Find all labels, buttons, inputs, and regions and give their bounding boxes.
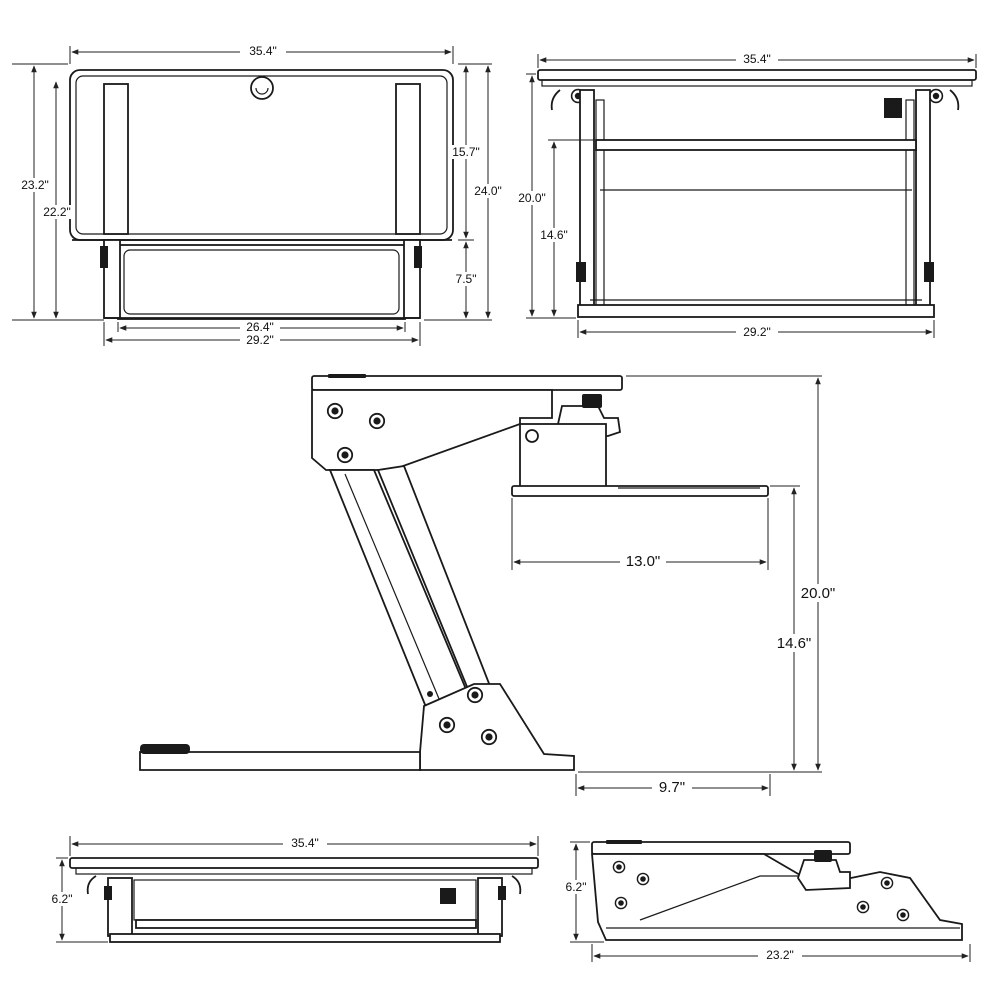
front-height-overall: 23.2" (21, 178, 49, 192)
rear-width-top: 35.4" (743, 52, 771, 66)
front-height-right: 24.0" (474, 184, 502, 198)
rear-keyboard-height: 14.6" (540, 228, 568, 242)
side-view: 20.0" 14.6" 13.0" 9.7" (139, 374, 840, 796)
collapsed-side-height: 6.2" (566, 880, 587, 894)
side-base-offset: 9.7" (659, 779, 685, 796)
front-view: 35.4" 23.2" 22.2" 15.7" 24.0" 7.5" 26.4" (12, 44, 506, 347)
front-height-inner: 22.2" (43, 205, 71, 219)
collapsed-front-view: 35.4" 6.2" (46, 836, 539, 943)
side-height-overall: 20.0" (801, 585, 836, 602)
side-keyboard-height: 14.6" (777, 635, 812, 652)
front-keyboard-width: 26.4" (246, 320, 274, 334)
front-width-top: 35.4" (249, 44, 277, 58)
front-top-height: 15.7" (452, 145, 480, 159)
front-keyboard-height: 7.5" (456, 272, 477, 286)
rear-base-width: 29.2" (743, 325, 771, 339)
front-base-width: 29.2" (246, 333, 274, 347)
side-keyboard-depth: 13.0" (626, 553, 661, 570)
collapsed-front-width: 35.4" (291, 836, 319, 850)
rear-height-overall: 20.0" (518, 191, 546, 205)
rear-view: 35.4" 20.0" 14.6" 29.2" (514, 52, 977, 339)
collapsed-side-depth: 23.2" (766, 948, 794, 962)
collapsed-front-height: 6.2" (52, 892, 73, 906)
collapsed-side-view: 6.2" 23.2" (560, 840, 971, 962)
